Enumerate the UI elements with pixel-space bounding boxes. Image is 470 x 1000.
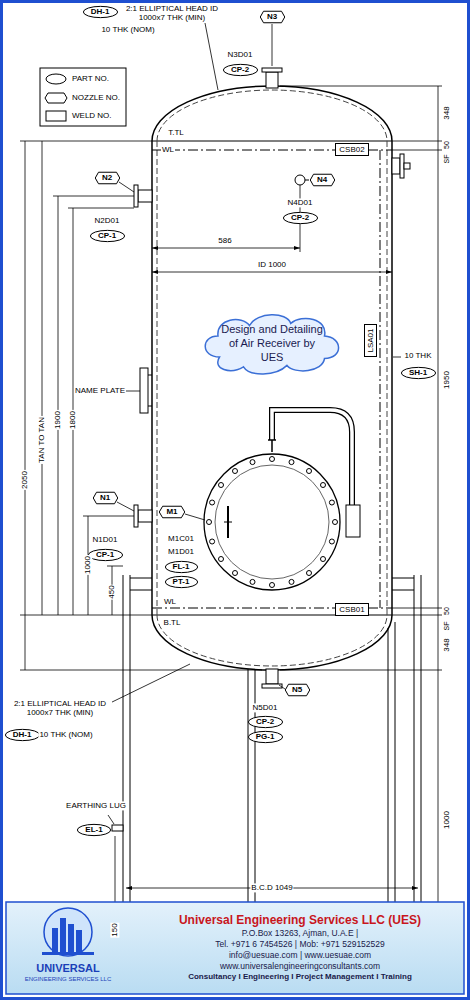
dimension-text: SF [443, 621, 451, 632]
callout-text: N1 [100, 493, 111, 503]
nozzle-callout: M1 [159, 506, 185, 518]
note-text: NAME PLATE [74, 386, 126, 395]
part-callout: PT-1 [165, 576, 198, 588]
dimension-text: 586 [217, 236, 232, 245]
part-callout: CP-2 [248, 716, 283, 728]
caption-cloud: Design and Detailing of Air Receiver by … [197, 308, 347, 378]
callout-text: CP-2 [291, 213, 310, 223]
contact-line: P.O.Box 13263, Ajman, U.A.E | [141, 928, 459, 939]
company-name: Universal Engineering Services LLC (UES) [141, 913, 459, 929]
nozzle-mark: N5D01 [252, 703, 279, 712]
callout-text: SH-1 [409, 368, 428, 378]
callout-text: FL-1 [173, 562, 190, 572]
callout-text: DH-1 [13, 730, 32, 740]
callout-text: Design and Detailing of Air Receiver by … [221, 322, 323, 364]
part-callout: CP-1 [90, 230, 125, 242]
dimension-text: 348 [442, 105, 451, 120]
weld-callout: CSB02 [335, 143, 369, 156]
callout-text: M1 [166, 507, 178, 517]
note-text: EARTHING LUG [65, 801, 127, 810]
part-callout: CP-2 [283, 212, 318, 224]
callout-text: N2 [102, 173, 113, 183]
nozzle-callout: N5 [285, 684, 310, 696]
line-mark: B.TL [163, 618, 182, 627]
dimension-text: 1950 [442, 370, 451, 390]
nozzle-callout: N4 [310, 174, 335, 186]
line-mark: WL [161, 145, 175, 154]
dimension-text: 450 [107, 584, 116, 599]
nozzle-mark: N1D01 [92, 535, 119, 544]
part-callout: DH-1 [83, 6, 118, 18]
part-callout: DH-1 [5, 729, 40, 741]
part-callout: CP-1 [88, 549, 123, 561]
dimension-text: 348 [442, 637, 451, 652]
contact-line: Consultancy I Engineering I Project Mana… [141, 972, 459, 982]
callout-text: DH-1 [91, 7, 110, 17]
dimension-text: 50 [443, 140, 451, 150]
part-callout: CP-2 [223, 64, 258, 76]
nozzle-callout: N1 [93, 492, 118, 504]
dimension-text: TAN TO TAN [37, 416, 46, 464]
callout-text: PT-1 [173, 577, 190, 587]
dimension-text: B.C.D 1049 [250, 883, 293, 892]
contact-line: info@uesuae.com | www.uesuae.com [141, 950, 459, 961]
logo-text: UNIVERSAL [35, 962, 101, 975]
nozzle-mark: M1C01 [167, 534, 195, 543]
contact-line: Tel. +971 6 7454526 | Mob: +971 52915252… [141, 939, 459, 950]
weld-callout: LSA01 [364, 324, 377, 357]
dimension-text: 1000 [442, 810, 451, 830]
nozzle-callout: N2 [95, 172, 120, 184]
part-callout: SH-1 [401, 367, 436, 379]
logo-text: ENGINEERING SERVICES LLC [24, 976, 113, 983]
callout-text: N4 [317, 175, 328, 185]
dimension-text: 50 [443, 606, 451, 616]
note-text: 10 THK (NOM) [38, 730, 93, 739]
nozzle-mark: N4D01 [287, 198, 314, 207]
callout-text: CP-1 [98, 231, 117, 241]
dimension-text: SF [443, 154, 451, 165]
note-text: 2:1 ELLIPTICAL HEAD ID 1000x7 THK (MIN) [120, 4, 224, 22]
callout-text: PG-1 [256, 732, 275, 742]
callout-text: N5 [292, 685, 303, 695]
note-text: 10 THK [404, 351, 433, 360]
nozzle-mark: M1D01 [167, 547, 195, 556]
nozzle-callout: N3 [260, 11, 285, 23]
contact-line: www.universalengineeringconsultants.com [141, 961, 459, 972]
callout-text: CP-1 [96, 550, 115, 560]
callout-text: CSB01 [339, 605, 365, 614]
nozzle-mark: N3D01 [227, 50, 254, 59]
part-callout: EL-1 [77, 824, 111, 836]
line-mark: WL [163, 597, 177, 606]
line-mark: T.TL [167, 128, 185, 137]
dimension-text: 150 [110, 922, 119, 937]
dimension-text: 1000 [83, 555, 92, 575]
legend-text: WELD NO. [72, 111, 112, 121]
dimension-text: 1900 [53, 410, 62, 430]
note-text: 2:1 ELLIPTICAL HEAD ID 1000x7 THK (MIN) [8, 699, 112, 717]
dimension-text: 1800 [68, 410, 77, 430]
callout-text: CP-2 [256, 717, 275, 727]
weld-callout: CSB01 [335, 603, 369, 616]
dimension-text: 2050 [20, 470, 29, 490]
title-block: Universal Engineering Services LLC (UES)… [135, 910, 465, 987]
legend-text: PART NO. [72, 74, 109, 84]
legend-text: NOZZLE NO. [72, 93, 120, 103]
callout-text: CP-2 [231, 65, 250, 75]
part-callout: PG-1 [248, 731, 283, 743]
part-callout: FL-1 [165, 561, 198, 573]
callout-text: CSB02 [339, 145, 365, 154]
nozzle-mark: N2D01 [94, 216, 121, 225]
callout-text: EL-1 [85, 825, 103, 835]
dimension-text: ID 1000 [257, 260, 287, 269]
callout-text: N3 [267, 12, 278, 22]
note-text: 10 THK (NOM) [100, 25, 155, 34]
callout-text: LSA01 [366, 328, 375, 353]
